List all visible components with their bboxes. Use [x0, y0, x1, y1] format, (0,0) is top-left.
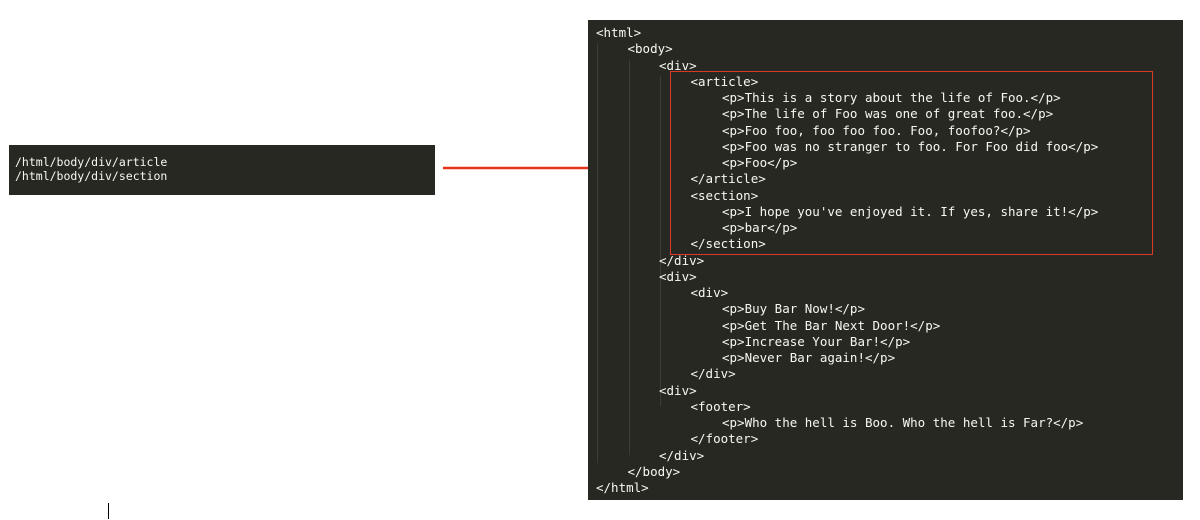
xpath-result-line: /html/body/div/article: [15, 155, 168, 169]
xpath-results-panel: /html/body/div/article /html/body/div/se…: [9, 145, 435, 195]
indent-guide: [597, 43, 598, 464]
text-cursor: [108, 503, 109, 519]
xpath-result-line: /html/body/div/section: [15, 169, 168, 183]
indent-guide: [660, 75, 661, 406]
code-line: </div>: [690, 366, 736, 382]
code-line: <footer>: [690, 398, 751, 414]
code-line: <p>Foo was no stranger to foo. For Foo d…: [722, 138, 1099, 154]
code-line: </section>: [690, 236, 766, 252]
code-line: <p>Get The Bar Next Door!</p>: [722, 317, 941, 333]
code-line: </body>: [627, 463, 681, 479]
code-line: <div>: [659, 57, 697, 73]
code-line: <section>: [690, 187, 759, 203]
code-line: </div>: [659, 447, 705, 463]
code-line: <p>The life of Foo was one of great foo.…: [722, 106, 1054, 122]
code-line: <article>: [690, 73, 759, 89]
code-line: <div>: [659, 382, 697, 398]
code-line: <p>Buy Bar Now!</p>: [722, 301, 865, 317]
code-line: <p>Who the hell is Boo. Who the hell is …: [722, 415, 1084, 430]
code-line: <p>Never Bar again!</p>: [722, 350, 896, 365]
code-line: <p>Foo foo, foo foo foo. Foo, foofoo?</p…: [722, 122, 1031, 138]
code-line: <body>: [627, 41, 673, 57]
html-code-viewer: <html><body><div><article><p>This is a s…: [588, 20, 1183, 500]
code-line: <html>: [596, 25, 642, 40]
code-line: <p>Foo</p>: [722, 155, 798, 170]
code-line: <div>: [690, 285, 729, 300]
code-line: </footer>: [690, 431, 759, 447]
code-line: <p>Increase Your Bar!</p>: [722, 333, 911, 349]
code-line: <div>: [659, 268, 697, 284]
code-line: <p>bar</p>: [722, 220, 798, 235]
code-line: </div>: [659, 252, 705, 268]
code-line: <p>I hope you've enjoyed it. If yes, sha…: [722, 203, 1099, 219]
matched-elements-highlight: [670, 71, 1153, 255]
code-line: </article>: [690, 171, 766, 187]
code-line: <p>This is a story about the life of Foo…: [722, 90, 1061, 105]
code-line: </html>: [596, 480, 649, 495]
indent-guide: [628, 59, 630, 455]
